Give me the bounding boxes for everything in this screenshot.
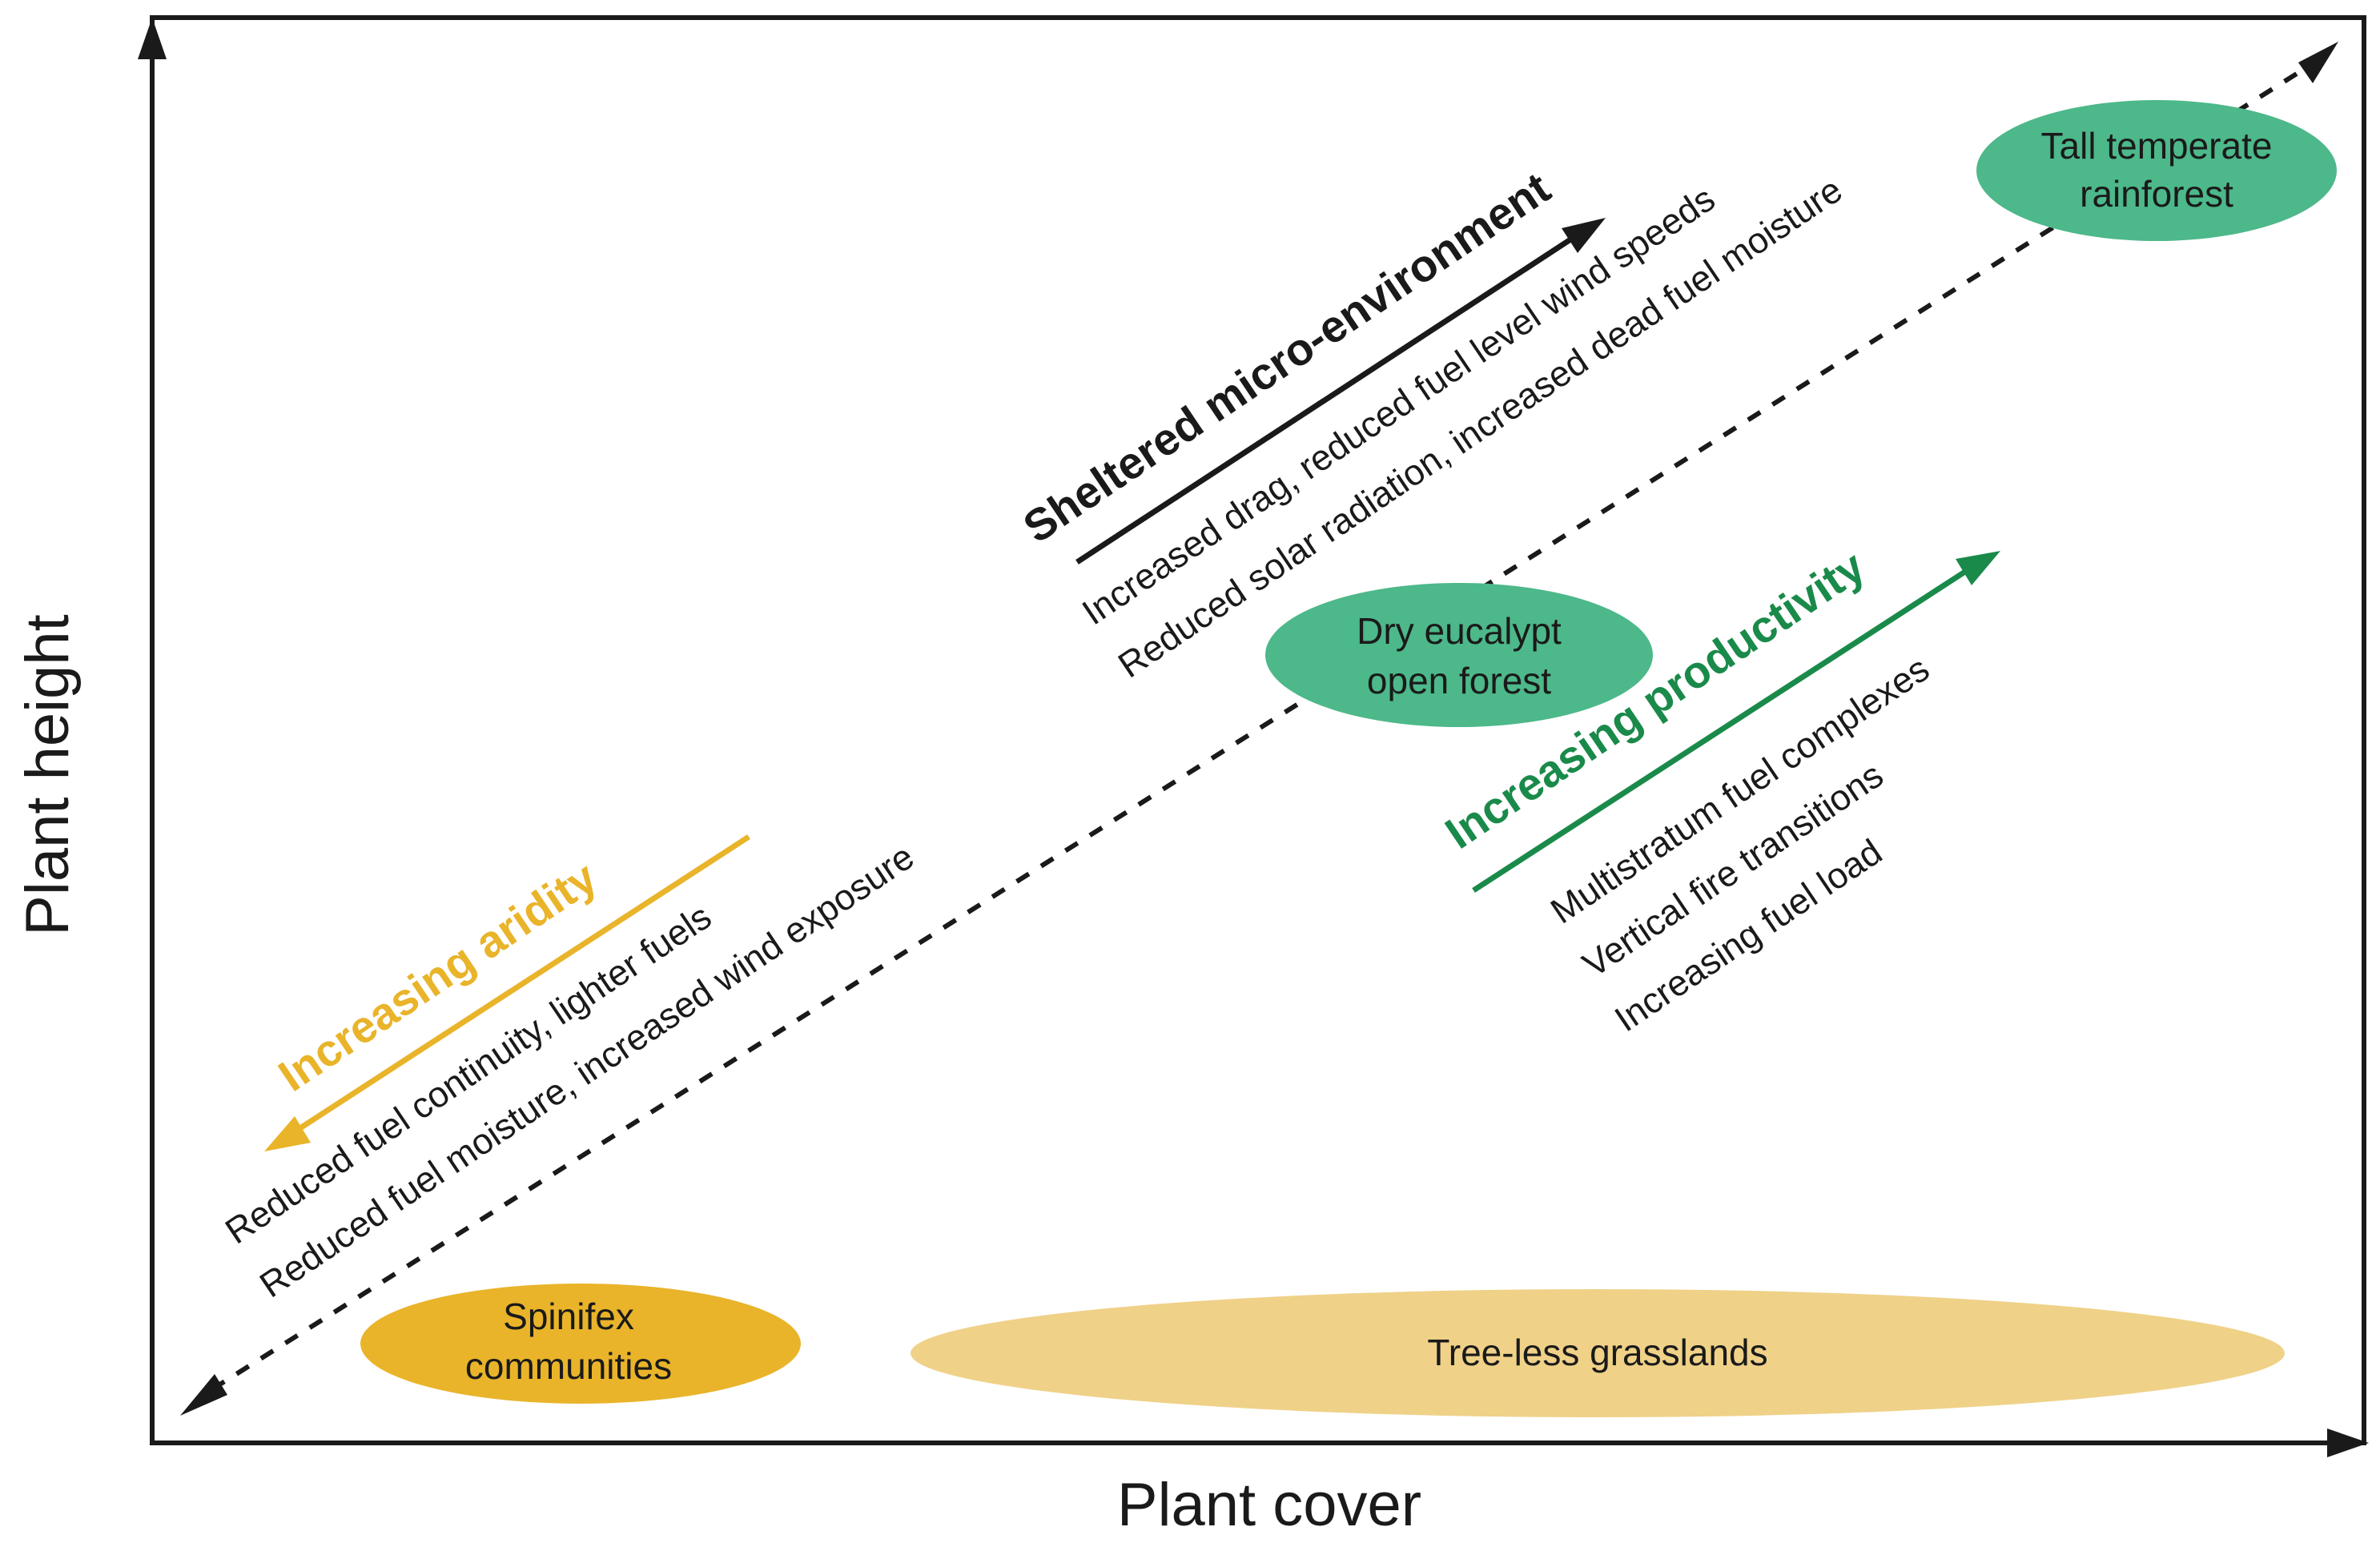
plot-frame	[150, 15, 2366, 1445]
aridity-group: Increasing aridity Reduced fuel continui…	[218, 834, 921, 1305]
sheltered-arrow	[1075, 230, 1583, 565]
diagonal-arrowhead-upper-right	[2298, 42, 2338, 83]
x-axis-arrowhead	[2327, 1428, 2369, 1457]
y-axis-label: Plant height	[14, 614, 82, 935]
spinifex-label-line1: Spinifex	[503, 1296, 634, 1337]
productivity-arrowhead	[1956, 551, 2000, 585]
aridity-arrow	[295, 834, 750, 1133]
tall-rainforest-label-line2: rainforest	[2080, 173, 2233, 215]
productivity-arrow	[1472, 566, 1972, 893]
sheltered-arrowhead	[1562, 218, 1606, 253]
spinifex-ellipse: Spinifex communities	[360, 1284, 801, 1404]
x-axis-label: Plant cover	[1117, 1471, 1421, 1539]
dry-eucalypt-ellipse: Dry eucalypt open forest	[1265, 583, 1653, 727]
grasslands-label: Tree-less grasslands	[1427, 1332, 1767, 1373]
aridity-title: Increasing aridity	[269, 851, 605, 1101]
diagonal-dashed-arrow	[211, 58, 2320, 1392]
dry-eucalypt-label-line2: open forest	[1367, 660, 1551, 701]
aridity-arrowhead	[264, 1116, 311, 1151]
y-axis-arrowhead	[138, 18, 167, 59]
aridity-line2: Reduced fuel moisture, increased wind ex…	[252, 836, 921, 1305]
diagonal-arrowhead-lower-left	[180, 1374, 227, 1416]
tall-rainforest-label-line1: Tall temperate	[2041, 125, 2273, 167]
grasslands-ellipse: Tree-less grasslands	[911, 1289, 2285, 1417]
dry-eucalypt-label-line1: Dry eucalypt	[1357, 610, 1562, 652]
spinifex-label-line2: communities	[465, 1345, 672, 1387]
tall-rainforest-ellipse: Tall temperate rainforest	[1976, 100, 2337, 241]
